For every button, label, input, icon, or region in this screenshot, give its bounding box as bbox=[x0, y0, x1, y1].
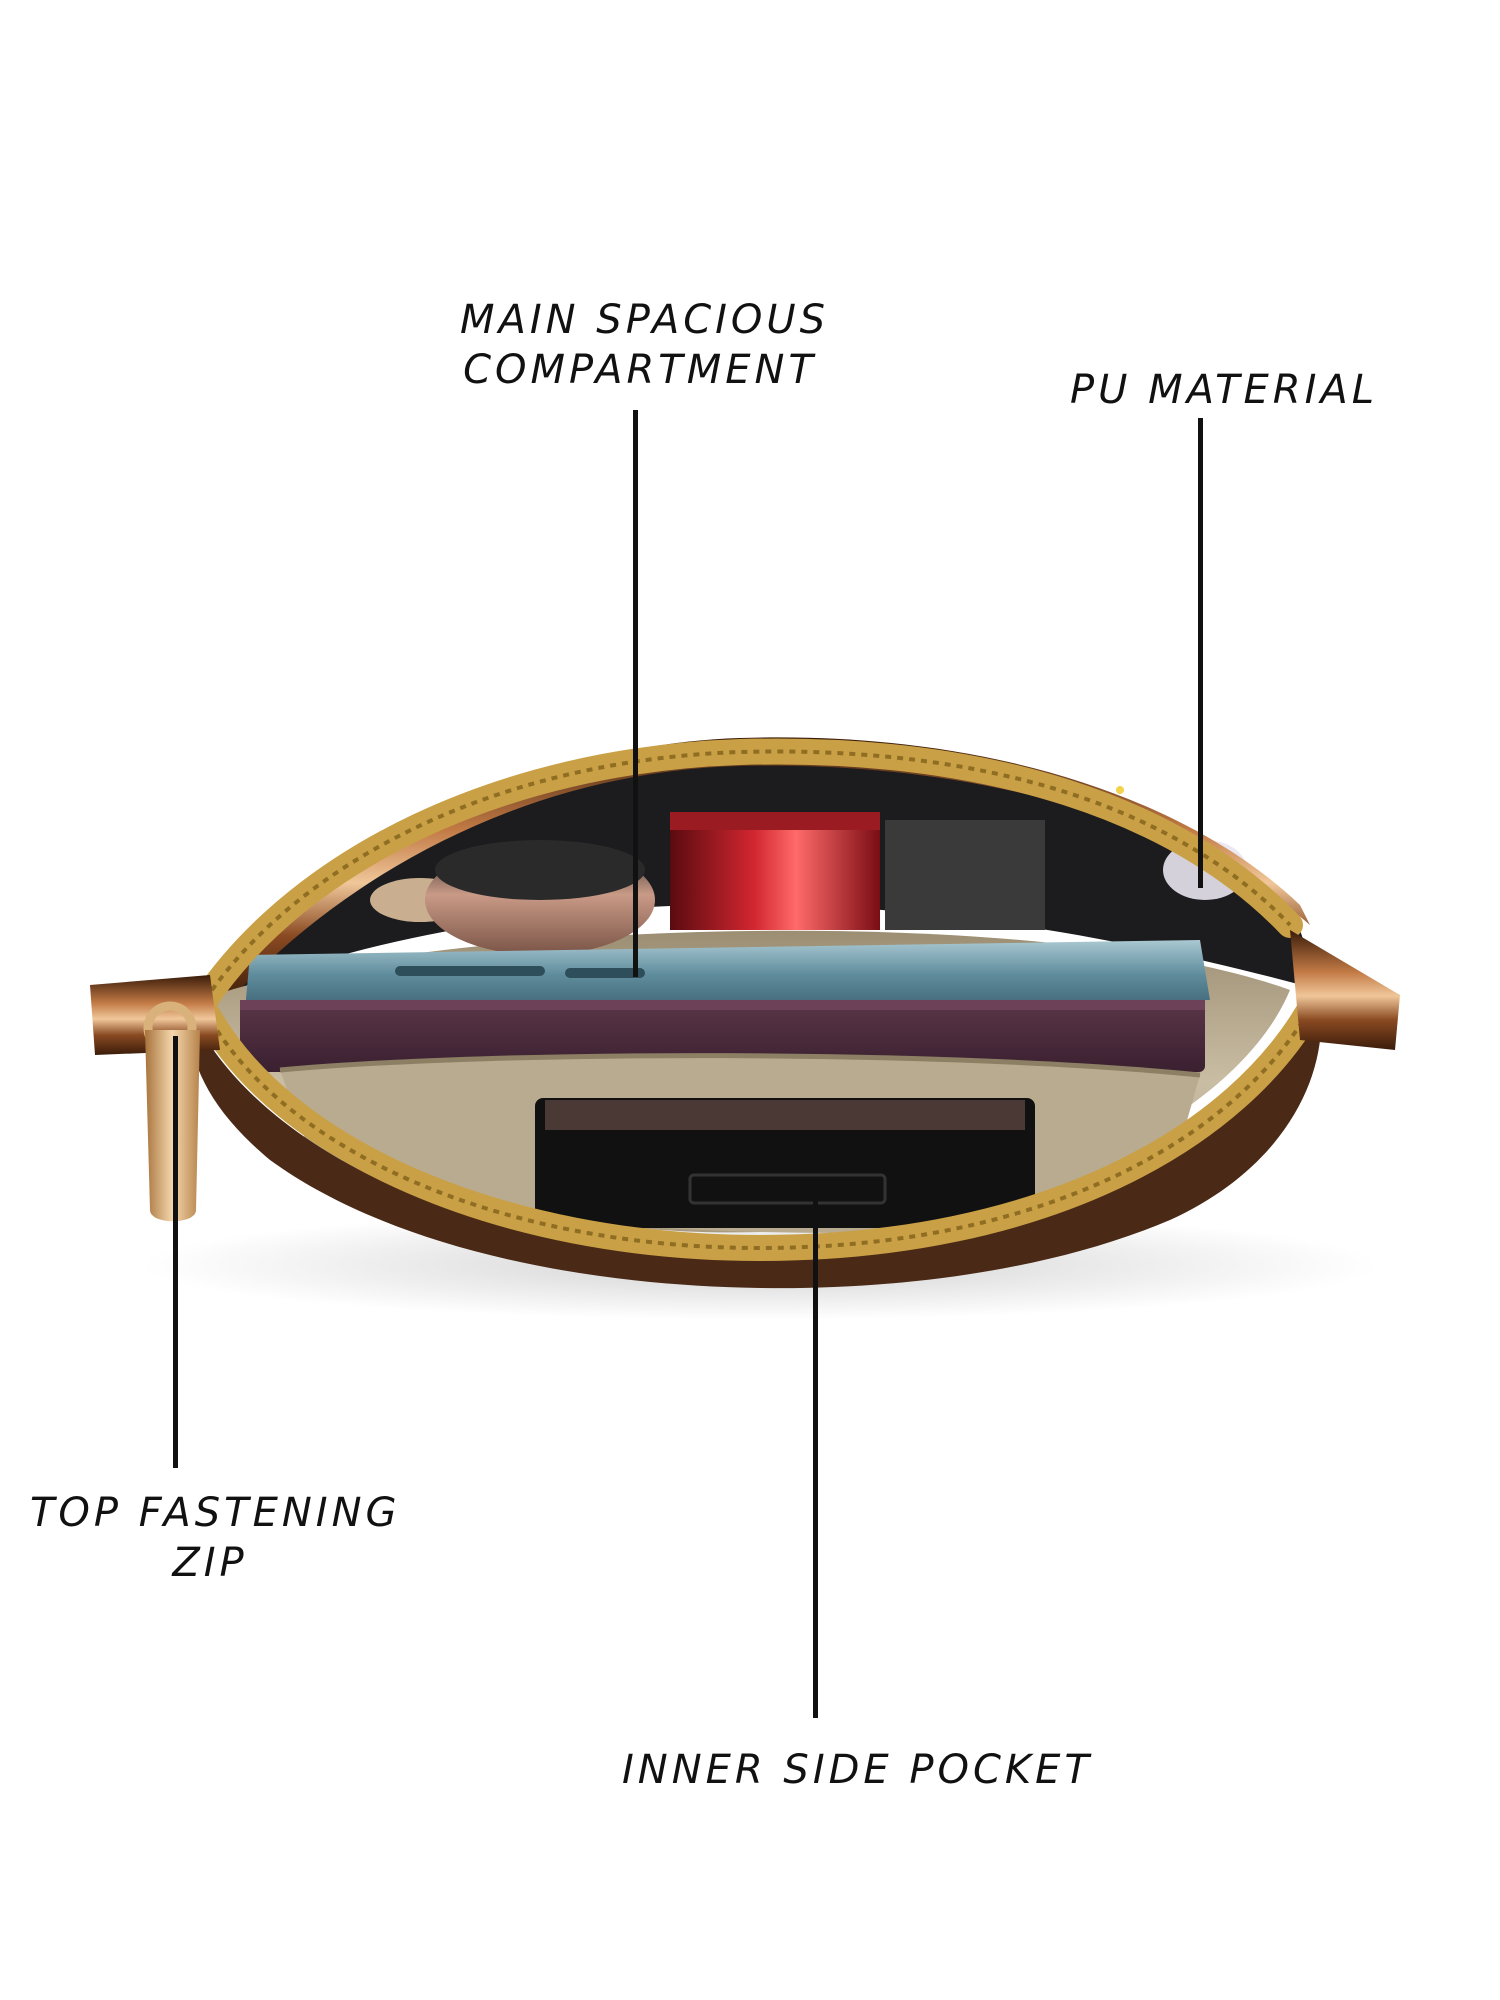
inner-pocket-line1: INNER SIDE POCKET bbox=[622, 1747, 1093, 1793]
inner-pocket-callout: INNER SIDE POCKET bbox=[622, 1745, 1093, 1795]
pu-material-callout: PU MATERIAL bbox=[1070, 365, 1378, 415]
top-zip-leader bbox=[173, 1036, 178, 1468]
main-compartment-line1: MAIN SPACIOUS bbox=[460, 297, 830, 343]
main-compartment-leader bbox=[633, 410, 638, 977]
pu-material-line1: PU MATERIAL bbox=[1070, 367, 1379, 413]
inner-pocket-leader bbox=[813, 1198, 818, 1718]
top-zip-line1: TOP FASTENING bbox=[30, 1490, 401, 1536]
main-compartment-line2: COMPARTMENT bbox=[463, 347, 817, 393]
top-zip-line2: ZIP bbox=[172, 1540, 248, 1586]
top-zip-callout: TOP FASTENING ZIP bbox=[30, 1488, 401, 1588]
main-compartment-callout: MAIN SPACIOUS COMPARTMENT bbox=[460, 295, 830, 395]
pu-material-leader bbox=[1198, 418, 1203, 888]
